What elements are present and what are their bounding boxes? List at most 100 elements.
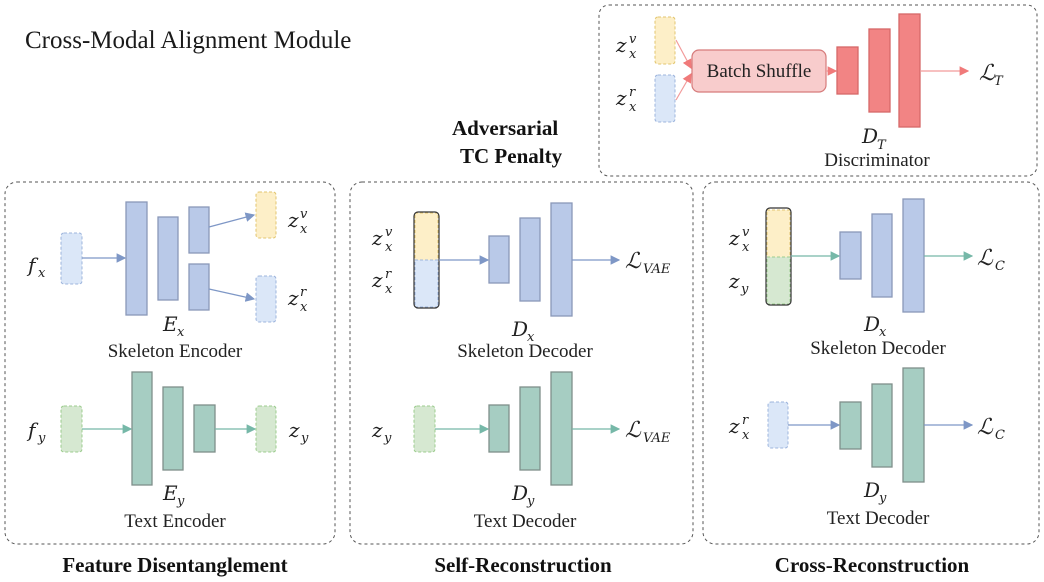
svg-text:ℒ: ℒ <box>625 249 642 274</box>
dx-layer-1 <box>839 231 862 280</box>
latent-zxr-block <box>654 74 676 123</box>
panel-box <box>349 181 694 545</box>
svg-text:z: z <box>728 269 740 293</box>
input-zxv: z v x <box>371 225 393 255</box>
output-zxr: z r x <box>287 285 308 315</box>
svg-text:D: D <box>863 478 880 502</box>
section-title: Self-Reconstruction <box>434 553 612 577</box>
svg-text:v: v <box>300 207 308 222</box>
loss-LVAE-text: ℒ VAE <box>625 418 671 446</box>
dy-layer-3 <box>902 367 925 483</box>
input-fy: f y <box>26 418 46 446</box>
module-title: Cross-Modal Alignment Module <box>25 27 351 54</box>
disc-input-zxr: z r x <box>615 85 637 115</box>
panel-box <box>702 181 1040 545</box>
skeleton-encoder-label: Skeleton Encoder <box>108 341 243 362</box>
svg-text:x: x <box>177 325 185 340</box>
dx-layer-3 <box>550 202 573 317</box>
symbol-Dx: D x <box>863 312 887 340</box>
zxr-block <box>255 275 277 323</box>
symbol-Dy: D y <box>863 478 887 506</box>
arrow <box>208 288 256 302</box>
input-fx: f x <box>26 253 46 281</box>
loss-LT: ℒ T <box>979 61 1004 89</box>
dy-layer-3 <box>550 371 573 486</box>
disc-input-zxv: z v x <box>615 32 637 62</box>
svg-text:z: z <box>371 226 383 250</box>
disc-layer-2 <box>868 28 891 113</box>
svg-text:v: v <box>629 32 637 47</box>
svg-text:E: E <box>162 312 178 336</box>
svg-text:y: y <box>37 431 46 446</box>
section-title: Cross-Reconstruction <box>775 553 970 577</box>
svg-text:D: D <box>511 317 528 341</box>
batch-shuffle-label: Batch Shuffle <box>707 61 812 82</box>
svg-text:ℒ: ℒ <box>977 415 994 440</box>
dx-layer-1 <box>488 235 510 284</box>
zy-block <box>766 256 791 305</box>
symbol-Dx: D x <box>511 317 535 345</box>
svg-text:r: r <box>385 267 392 282</box>
svg-text:x: x <box>629 100 637 115</box>
svg-text:r: r <box>300 285 307 300</box>
svg-text:y: y <box>383 431 392 446</box>
panel-box <box>4 181 336 545</box>
loss-LVAE: ℒ VAE <box>625 249 671 277</box>
output-zxv: z v x <box>287 207 308 237</box>
svg-text:v: v <box>385 225 393 240</box>
zxr-block <box>414 259 439 308</box>
ex-layer-3a <box>188 206 210 254</box>
svg-text:T: T <box>877 138 887 153</box>
dx-layer-2 <box>519 217 541 302</box>
svg-text:x: x <box>879 325 887 340</box>
dy-layer-2 <box>871 383 893 468</box>
adversarial-label-line1: Adversarial <box>452 116 558 140</box>
adversarial-label-line2: TC Penalty <box>460 144 563 168</box>
arrow <box>675 72 692 101</box>
math-base: z <box>615 33 627 57</box>
svg-text:y: y <box>740 282 749 297</box>
dy-layer-2 <box>519 386 541 471</box>
fx-block <box>60 232 83 285</box>
cross-reconstruction-panel: z v x z y ℒ C D x Skeleton Decoder z r x <box>702 181 1040 577</box>
svg-text:y: y <box>176 494 185 509</box>
svg-text:D: D <box>861 124 878 148</box>
self-reconstruction-panel: z v x z r x ℒ VAE D x Skeleton Decoder z… <box>349 181 694 577</box>
svg-text:ℒ: ℒ <box>979 61 996 86</box>
symbol-Ex: E x <box>162 312 185 340</box>
zy-block <box>255 405 277 453</box>
arrow <box>208 212 256 228</box>
svg-text:D: D <box>863 312 880 336</box>
text-encoder-label: Text Encoder <box>124 511 226 532</box>
svg-text:T: T <box>994 74 1004 89</box>
svg-text:x: x <box>300 300 308 315</box>
svg-text:y: y <box>878 491 887 506</box>
svg-text:ℒ: ℒ <box>977 246 994 271</box>
svg-text:x: x <box>300 222 308 237</box>
svg-text:z: z <box>287 208 299 232</box>
section-title: Feature Disentanglement <box>62 553 287 577</box>
symbol-Ey: E y <box>162 481 185 509</box>
dy-layer-1 <box>488 404 510 453</box>
zxr-block <box>767 401 789 449</box>
symbol-Dy: D y <box>511 481 535 509</box>
svg-text:z: z <box>371 418 383 442</box>
feature-disentanglement-panel: f x z v x z r x E x Skeleton Encoder f <box>4 181 336 577</box>
disc-layer-1 <box>836 46 859 95</box>
svg-text:z: z <box>728 226 740 250</box>
loss-LC: ℒ C <box>977 246 1005 274</box>
svg-text:x: x <box>629 47 637 62</box>
skeleton-decoder-label: Skeleton Decoder <box>457 341 593 362</box>
svg-text:E: E <box>162 481 178 505</box>
svg-text:r: r <box>742 413 749 428</box>
discriminator-name: Discriminator <box>824 150 930 171</box>
input-zxv: z v x <box>728 225 750 255</box>
svg-text:z: z <box>371 268 383 292</box>
svg-text:x: x <box>527 330 535 345</box>
zxv-block <box>414 212 439 261</box>
ey-layer-1 <box>131 371 153 486</box>
ex-layer-1 <box>125 201 148 316</box>
latent-zxv-block <box>654 16 676 65</box>
zy-block <box>413 405 436 453</box>
